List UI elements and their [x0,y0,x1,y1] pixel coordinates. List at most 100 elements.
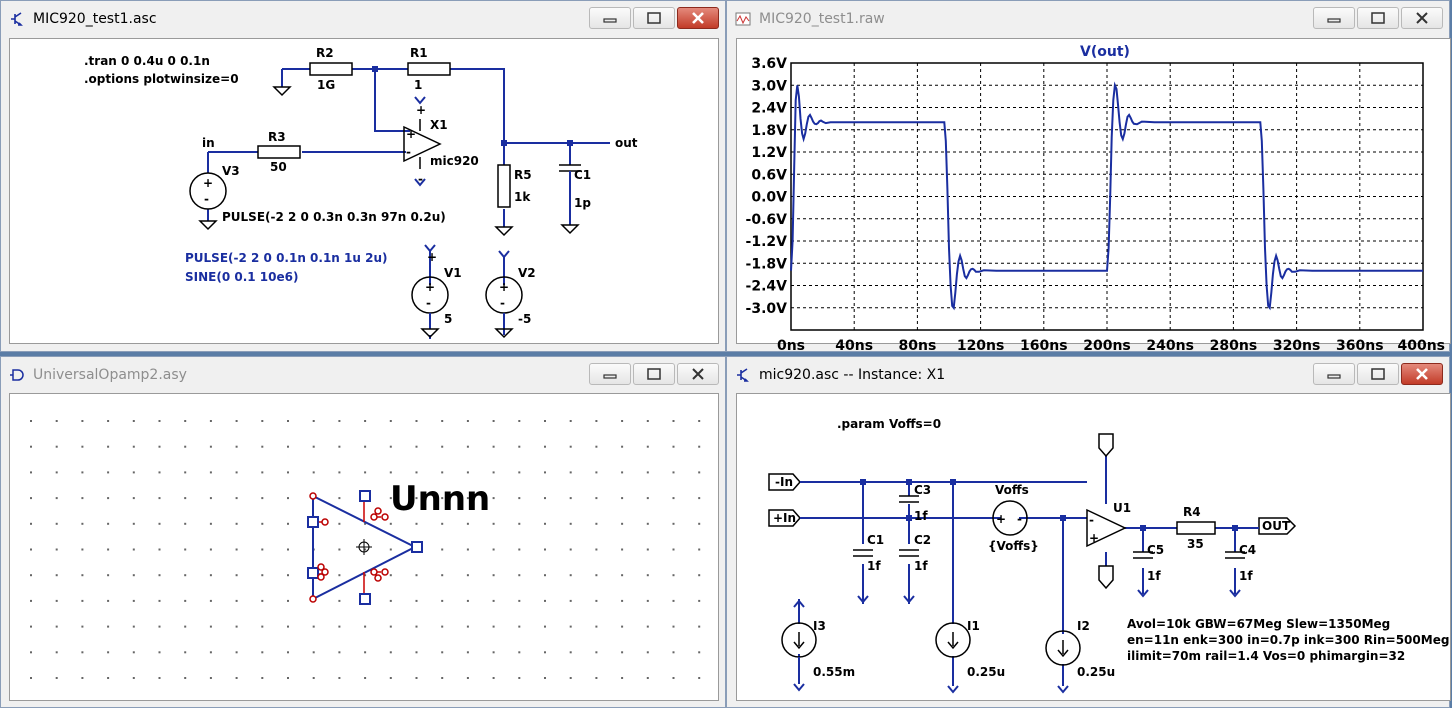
subcircuit-titlebar[interactable]: mic920.asc -- Instance: X1 [727,357,1449,393]
symbol-icon [10,369,24,381]
c2-capacitor[interactable] [899,549,919,557]
minimize-button[interactable] [589,363,631,385]
minimize-button[interactable] [1313,363,1355,385]
x-tick-label: 80ns [899,338,937,354]
ltspice-schematic-icon [737,368,749,382]
c3-capacitor[interactable] [899,495,919,503]
plot-title: V(out) [1080,44,1130,60]
i1-label: I1 [967,619,980,633]
svg-text:+: + [425,280,435,294]
x1-label: X1 [430,118,448,132]
u1-label: U1 [1113,501,1131,515]
pin-vminus[interactable] [359,593,371,605]
u1-opamp[interactable] [1086,508,1127,548]
port-out[interactable] [1258,517,1297,535]
i2-label: I2 [1077,619,1090,633]
c1-label: C1 [574,168,591,182]
param-directive: .param Voffs=0 [837,417,941,431]
v3-value: PULSE(-2 2 0 0.3n 0.3n 97n 0.2u) [222,210,446,224]
symbol-window[interactable]: UniversalOpamp2.asy [0,356,726,708]
pin-inverting[interactable] [307,516,319,528]
schematic-window[interactable]: MIC920_test1.asc .tran 0 0.4u 0 0.1n .op… [0,0,726,352]
pin-output[interactable] [411,541,423,553]
x-tick-label: 400ns [1397,338,1445,354]
c5-label: C5 [1147,543,1164,557]
x1-opamp[interactable] [403,125,442,163]
r4-label: R4 [1183,505,1201,519]
port-plus-in[interactable] [768,509,801,527]
r4-resistor[interactable] [1176,521,1216,535]
svg-text:-: - [500,296,505,310]
voffs-source[interactable] [992,500,1028,536]
tran-directive: .tran 0 0.4u 0 0.1n [84,54,210,68]
maximize-button[interactable] [633,363,675,385]
v2-value: -5 [518,312,531,326]
r1-value: 1 [414,78,422,92]
r2-resistor[interactable] [309,62,353,76]
port-minus-in-label: -In [775,475,793,489]
close-button[interactable] [677,363,719,385]
window-title: mic920.asc -- Instance: X1 [759,367,946,383]
close-button[interactable] [677,7,719,29]
c4-capacitor[interactable] [1225,551,1245,559]
symbol-canvas[interactable]: Unnn [9,393,719,701]
symbol-titlebar[interactable]: UniversalOpamp2.asy [1,357,725,393]
x1-model: mic920 [430,154,479,168]
x-tick-label: 0ns [777,338,805,354]
y-tick-label: 0.6V [751,167,787,183]
window-title: MIC920_test1.asc [33,11,157,27]
pin-vplus[interactable] [359,490,371,502]
voltage-plot[interactable]: V(out) 3.6V3.0V2.4V1.8V1.2V0.6V0.0V-0.6V… [737,39,1452,354]
model-params-line2: en=11n enk=300 in=0.7p ink=300 Rin=500Me… [1127,633,1449,647]
maximize-button[interactable] [633,7,675,29]
c4-label: C4 [1239,543,1256,557]
port-minus-in[interactable] [768,473,801,491]
r5-resistor[interactable] [497,164,511,208]
close-button[interactable] [1401,7,1443,29]
comment-sine: SINE(0 0.1 10e6) [185,270,298,284]
pin-noninverting[interactable] [307,567,319,579]
maximize-button[interactable] [1357,363,1399,385]
waveform-icon [735,12,751,26]
waveform-titlebar[interactable]: MIC920_test1.raw [727,1,1449,37]
subcircuit-window[interactable]: mic920.asc -- Instance: X1 .param Voffs=… [726,356,1451,708]
c5-capacitor[interactable] [1133,551,1153,559]
y-tick-label: -2.4V [746,279,788,295]
v1-value: 5 [444,312,452,326]
close-button[interactable] [1401,363,1443,385]
minimize-button[interactable] [589,7,631,29]
c1-capacitor[interactable] [853,549,873,557]
svg-text:+: + [203,176,213,190]
r2-value: 1G [317,78,335,92]
instname-label[interactable]: Unnn [390,479,490,519]
minimize-icon [1327,18,1341,23]
port-vplus[interactable] [1098,433,1114,458]
c2-value: 1f [914,559,928,573]
c1-value: 1p [574,196,591,210]
r1-label: R1 [410,46,428,60]
i2-value: 0.25u [1077,665,1115,679]
maximize-button[interactable] [1357,7,1399,29]
minimize-button[interactable] [1313,7,1355,29]
c4-value: 1f [1239,569,1253,583]
i2-source[interactable] [1045,630,1081,666]
c3-value: 1f [914,509,928,523]
v3-source[interactable] [189,172,227,210]
v3-label: V3 [222,164,240,178]
r1-resistor[interactable] [407,62,451,76]
minimize-icon [603,374,617,379]
r3-resistor[interactable] [257,145,301,159]
window-title: UniversalOpamp2.asy [33,367,187,383]
schematic-canvas[interactable]: .tran 0 0.4u 0 0.1n .options plotwinsize… [9,38,719,344]
svg-text:+: + [1089,531,1099,545]
port-vminus[interactable] [1098,565,1114,590]
subcircuit-drawing: .param Voffs=0 -In +In OUT C3 1f C1 1f [768,417,1449,694]
subcircuit-canvas[interactable]: .param Voffs=0 -In +In OUT C3 1f C1 1f [736,393,1451,701]
v1-label: V1 [444,266,462,280]
y-tick-label: 2.4V [751,101,787,117]
i1-source[interactable] [935,622,971,658]
schematic-titlebar[interactable]: MIC920_test1.asc [1,1,725,37]
